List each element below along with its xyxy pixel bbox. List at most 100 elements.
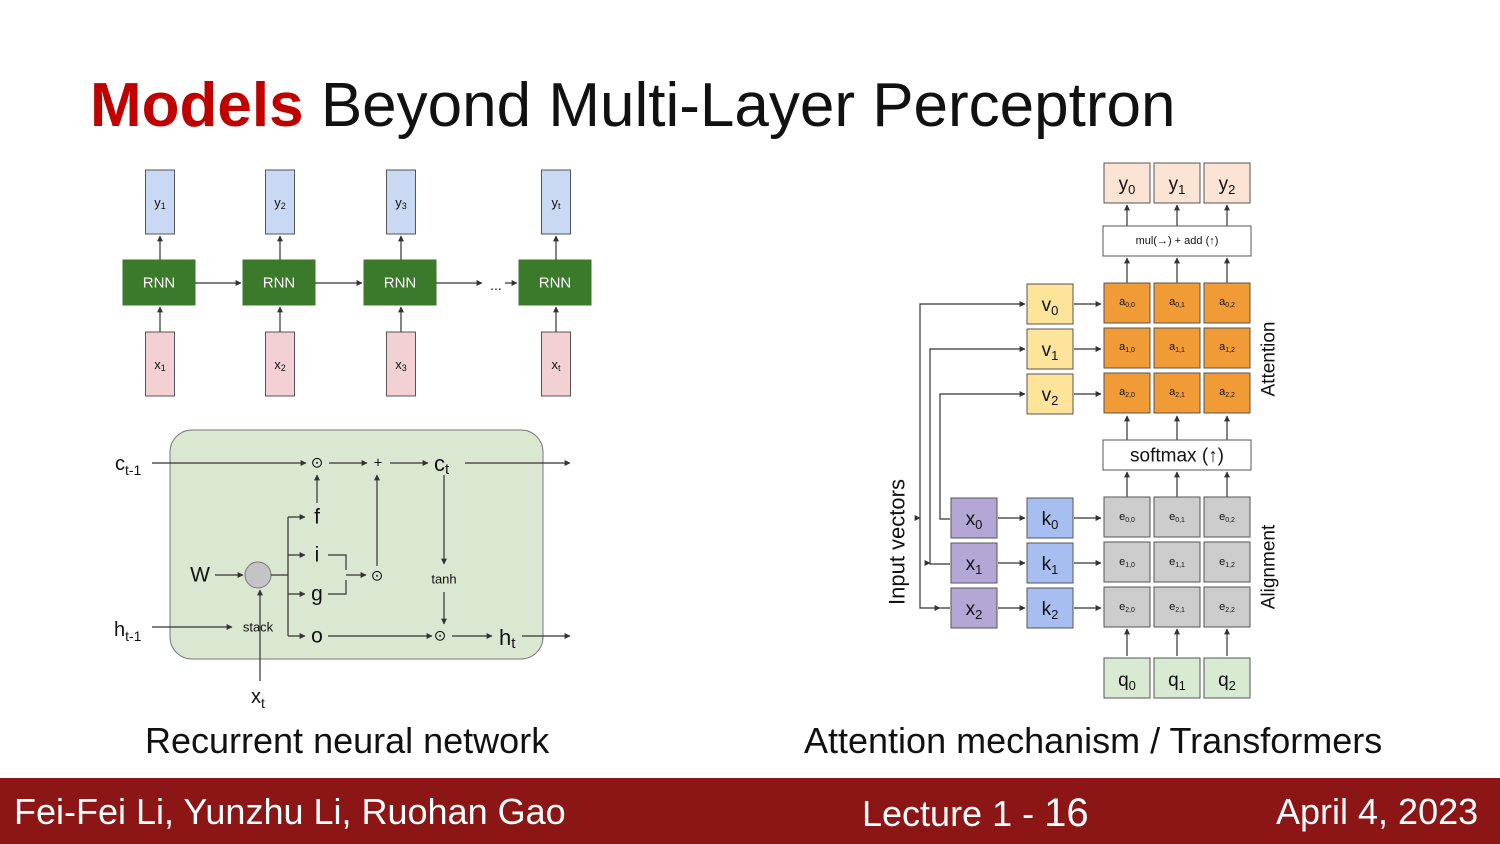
attention-weight-cell (1203, 372, 1251, 414)
alignment-cell (1153, 496, 1201, 538)
attention-weight-cell (1203, 282, 1251, 324)
attention-weight-label: a2,0 (1119, 386, 1135, 399)
mul-add-box (1102, 225, 1252, 257)
attention-output-box (1153, 162, 1201, 204)
key-box (1026, 497, 1074, 539)
value-label: v0 (1042, 295, 1059, 318)
lstm-add: + (374, 455, 383, 472)
alignment-cell (1203, 586, 1251, 628)
lstm-h-next: ht (499, 625, 516, 652)
rnn-output-label: y1 (154, 195, 166, 212)
lecture-prefix: Lecture 1 - (862, 793, 1045, 834)
attention-weight-label: a1,0 (1119, 341, 1135, 354)
rnn-cell (122, 259, 196, 306)
attention-weight-label: a0,1 (1169, 296, 1185, 309)
rnn-input-label: x3 (395, 357, 407, 374)
slide-title: Models Beyond Multi-Layer Perceptron (90, 68, 1175, 144)
footer-lecture: Lecture 1 - 16 (862, 791, 1089, 836)
rnn-ellipsis: ... (490, 277, 502, 293)
attention-weight-cell (1153, 372, 1201, 414)
key-label: k2 (1042, 599, 1059, 622)
query-label: q0 (1118, 670, 1136, 693)
attention-weight-cell (1153, 327, 1201, 369)
attention-output-box (1103, 162, 1151, 204)
lstm-out-mult: ⊙ (434, 628, 447, 645)
footer-authors: Fei-Fei Li, Yunzhu Li, Ruohan Gao (14, 791, 566, 832)
rnn-cell (242, 259, 316, 306)
lstm-c-prev: ct-1 (115, 453, 142, 478)
input-to-value-arrow (939, 391, 1026, 520)
lstm-i-line (328, 554, 347, 570)
alignment-cell (1153, 586, 1201, 628)
softmax-label: softmax (↑) (1130, 446, 1224, 467)
query-box (1153, 657, 1201, 699)
lstm-gate-g: g (311, 583, 323, 606)
attention-weight-label: a1,1 (1169, 341, 1185, 354)
value-box (1026, 373, 1074, 415)
query-label: q1 (1168, 670, 1186, 693)
alignment-cell (1203, 496, 1251, 538)
input-vectors-side-label: Input vectors (885, 479, 910, 605)
input-vector-box (950, 542, 998, 584)
attention-weight-label: a0,0 (1119, 296, 1135, 309)
footer-bar: Fei-Fei Li, Yunzhu Li, Ruohan Gao Lectur… (0, 778, 1500, 844)
alignment-label: e2,1 (1169, 601, 1185, 614)
input-vector-box (950, 497, 998, 539)
alignment-cell (1103, 496, 1151, 538)
alignment-cell (1203, 541, 1251, 583)
lstm-x-in: xt (251, 686, 265, 711)
rnn-output-box (145, 169, 175, 235)
query-box (1103, 657, 1151, 699)
attention-output-box (1203, 162, 1251, 204)
query-label: q2 (1218, 670, 1236, 693)
rnn-diagram: y1RNNx1y2RNNx2y3RNNx3ytRNNxt... (122, 169, 592, 397)
key-label: k0 (1042, 509, 1059, 532)
rnn-output-label: y2 (274, 195, 286, 212)
attention-weight-label: a1,2 (1219, 341, 1235, 354)
rnn-cell (518, 259, 592, 306)
input-to-value-arrow (919, 301, 1026, 609)
input-to-value-arrow (929, 346, 1026, 565)
rnn-output-box (265, 169, 295, 235)
rnn-cell-label: RNN (384, 275, 417, 292)
alignment-label: e1,1 (1169, 556, 1185, 569)
attention-output-label: y0 (1119, 174, 1136, 197)
attention-weight-cell (1103, 372, 1151, 414)
rnn-cell-label: RNN (143, 275, 176, 292)
alignment-label: e1,0 (1119, 556, 1135, 569)
attention-weight-cell (1103, 327, 1151, 369)
title-accent: Models (90, 71, 304, 140)
rnn-output-label: yt (551, 195, 561, 212)
query-box (1203, 657, 1251, 699)
value-box (1026, 328, 1074, 370)
attention-weight-cell (1203, 327, 1251, 369)
lstm-panel (169, 429, 544, 660)
rnn-cell-label: RNN (263, 275, 296, 292)
alignment-cell (1103, 586, 1151, 628)
value-box (1026, 283, 1074, 325)
alignment-label: e2,2 (1219, 601, 1235, 614)
lstm-forget-mult: ⊙ (311, 455, 324, 472)
alignment-cell (1103, 541, 1151, 583)
alignment-label: e2,0 (1119, 601, 1135, 614)
lstm-g-line (328, 580, 347, 595)
footer-date: April 4, 2023 (1276, 791, 1479, 832)
attention-output-label: y2 (1219, 174, 1236, 197)
input-vector-label: x2 (966, 599, 983, 622)
attention-output-label: y1 (1169, 174, 1186, 197)
rnn-input-label: x1 (154, 357, 166, 374)
title-rest: Beyond Multi-Layer Perceptron (303, 71, 1176, 140)
lecture-number: 16 (1044, 791, 1089, 835)
lstm-weight: W (190, 564, 210, 587)
alignment-label: e0,0 (1119, 511, 1135, 524)
attention-weight-label: a2,1 (1169, 386, 1185, 399)
lstm-ig-mult: ⊙ (371, 568, 384, 585)
lstm-gate-f: f (314, 506, 320, 529)
attention-weight-label: a0,2 (1219, 296, 1235, 309)
alignment-cell (1153, 541, 1201, 583)
lstm-gate-o: o (311, 625, 323, 648)
lstm-gate-i: i (315, 544, 320, 567)
